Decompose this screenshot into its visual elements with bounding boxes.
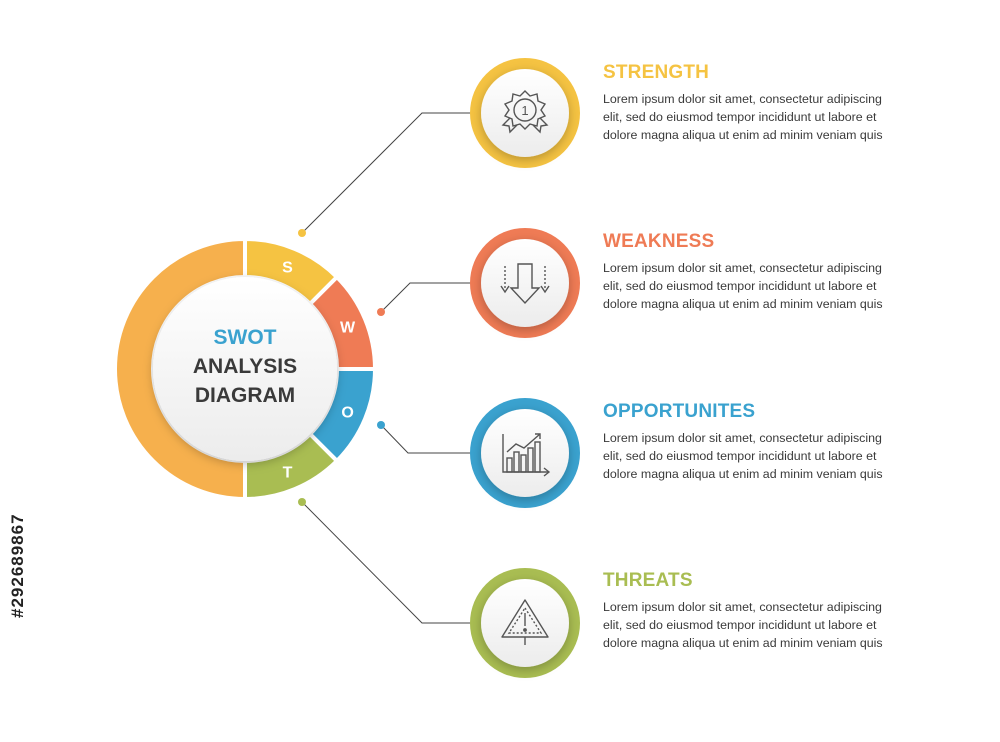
- center-circle: [153, 277, 337, 461]
- connector-strength: [301, 112, 480, 234]
- swot-ring: S W O T: [113, 236, 378, 502]
- item-text-threats: Lorem ipsum dolor sit amet, consectetur …: [603, 600, 883, 650]
- item-threats: THREATS Lorem ipsum dolor sit amet, cons…: [603, 570, 893, 652]
- item-text-opportunities: Lorem ipsum dolor sit amet, consectetur …: [603, 431, 883, 481]
- item-title-weakness: WEAKNESS: [603, 231, 715, 252]
- medal-icon: 1: [501, 90, 549, 134]
- connector-lines: [301, 112, 480, 624]
- ring-letter-o: O: [341, 404, 353, 421]
- growth-chart-icon: [502, 433, 551, 477]
- icon-circle-strength: 1: [470, 58, 580, 168]
- connector-dot-opportunities: [377, 421, 385, 429]
- item-title-opportunities: OPPORTUNITES: [603, 401, 756, 422]
- connector-threats: [301, 501, 480, 624]
- center-title-swot: SWOT: [214, 326, 277, 349]
- item-weakness: WEAKNESS Lorem ipsum dolor sit amet, con…: [603, 231, 893, 313]
- item-text-strength: Lorem ipsum dolor sit amet, consectetur …: [603, 92, 883, 142]
- center-title-analysis: ANALYSIS: [193, 355, 297, 378]
- connector-dot-threats: [298, 498, 306, 506]
- item-opportunities: OPPORTUNITES Lorem ipsum dolor sit amet,…: [603, 401, 893, 483]
- icon-circle-threats: [470, 568, 580, 678]
- ring-letter-w: W: [340, 320, 356, 337]
- item-text-weakness: Lorem ipsum dolor sit amet, consectetur …: [603, 261, 883, 311]
- stock-id-label: #292689867: [8, 513, 27, 618]
- icon-circle-weakness: [470, 228, 580, 338]
- item-title-strength: STRENGTH: [603, 62, 710, 83]
- connector-dot-strength: [298, 229, 306, 237]
- icon-circle-opportunities: [470, 398, 580, 508]
- center-title-diagram: DIAGRAM: [195, 384, 295, 407]
- item-strength: STRENGTH Lorem ipsum dolor sit amet, con…: [603, 62, 893, 144]
- item-title-threats: THREATS: [603, 570, 693, 591]
- down-arrows-icon: [500, 263, 550, 305]
- connector-opportunities: [380, 424, 480, 454]
- warning-sign-icon: [501, 599, 549, 645]
- ring-letter-s: S: [282, 259, 293, 276]
- connector-weakness: [380, 282, 480, 313]
- connector-dot-weakness: [377, 308, 385, 316]
- ring-letter-t: T: [283, 465, 293, 482]
- svg-text:1: 1: [521, 103, 528, 118]
